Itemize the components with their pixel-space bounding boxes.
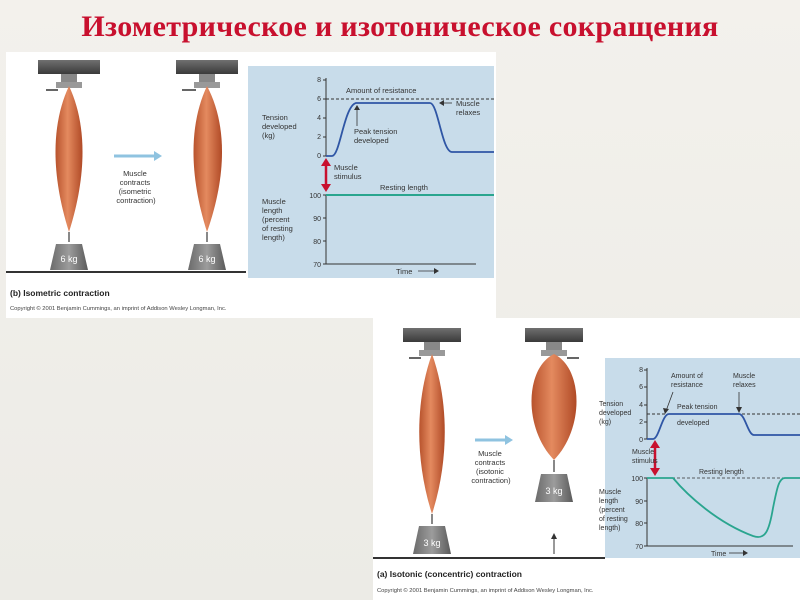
clamp [61, 74, 77, 82]
resting-annotation: Resting length [380, 183, 428, 192]
length-axis-label: Muscle length (percent of resting length… [599, 489, 630, 532]
tension-tick: 0 [639, 437, 643, 444]
muscle-setup-right: 3 kg [525, 328, 583, 554]
weight-label: 6 kg [60, 254, 77, 264]
muscle [419, 354, 445, 514]
muscle [193, 86, 223, 232]
figure-caption: (b) Isometric contraction [10, 288, 110, 298]
weight [535, 474, 573, 502]
tension-tick: 8 [317, 77, 321, 84]
copyright: Copyright © 2001 Benjamin Cummings, an i… [10, 305, 227, 312]
slide-title: Изометрическое и изотоническое сокращени… [81, 10, 719, 43]
length-axis-label: Muscle length (percent of resting length… [262, 197, 295, 242]
length-tick: 70 [313, 262, 321, 269]
length-tick: 70 [635, 544, 643, 551]
stimulus-annotation: Muscle stimulus [632, 449, 658, 465]
resistance-annotation: Amount of resistance [346, 86, 416, 95]
tension-ticks: 8 6 4 2 0 [317, 77, 321, 160]
muscle-setup-left: 3 kg [403, 328, 461, 554]
length-tick: 100 [309, 193, 321, 200]
tension-tick: 6 [639, 384, 643, 391]
time-label: Time [711, 551, 726, 558]
tension-tick: 6 [317, 96, 321, 103]
peak-annotation: Peak tension developed [354, 127, 399, 145]
tension-curve [326, 102, 494, 157]
muscle-setup-left: 6 kg [38, 60, 100, 270]
tension-axis-label: Tension developed (kg) [262, 113, 299, 140]
isotonic-figure: 3 kg Muscle contracts (isotonic contract… [373, 318, 800, 600]
tension-tick: 2 [639, 419, 643, 426]
contract-arrow [114, 151, 162, 161]
figure-caption: (a) Isotonic (concentric) contraction [377, 569, 522, 579]
plot-background [605, 358, 800, 558]
length-tick: 100 [631, 476, 643, 483]
weight-label: 6 kg [198, 254, 215, 264]
length-tick: 90 [635, 499, 643, 506]
plot-background [248, 66, 494, 278]
support-bar [38, 60, 100, 74]
relaxes-annotation: Muscle relaxes [456, 99, 482, 117]
isometric-figure: 6 kg Muscle contracts (isometric contrac… [6, 52, 496, 318]
length-curve [647, 477, 800, 538]
weight [413, 526, 451, 554]
tension-tick: 0 [317, 153, 321, 160]
copyright: Copyright © 2001 Benjamin Cummings, an i… [377, 587, 594, 594]
tension-tick: 4 [317, 115, 321, 122]
weight [188, 244, 226, 270]
length-tick: 90 [313, 216, 321, 223]
time-label: Time [396, 267, 412, 276]
muscle [531, 354, 577, 460]
stimulus-arrow [650, 440, 660, 476]
muscle [55, 86, 83, 232]
contract-arrow [475, 435, 513, 445]
tension-curve [647, 413, 800, 440]
tension-ticks: 8 6 4 2 0 [639, 367, 643, 444]
arrow-text: Muscle contracts (isometric contraction) [116, 169, 156, 205]
weight [50, 244, 88, 270]
tension-tick: 4 [639, 402, 643, 409]
resistance-annotation: Amount of resistance [671, 373, 705, 389]
peak-annotation: Peak tension developed [677, 404, 719, 427]
length-tick: 80 [635, 521, 643, 528]
length-ticks: 100 90 80 70 [631, 476, 643, 551]
stimulus-annotation: Muscle stimulus [334, 163, 362, 181]
isotonic-svg: 3 kg Muscle contracts (isotonic contract… [373, 328, 800, 594]
tension-tick: 8 [639, 367, 643, 374]
arrow-text: Muscle contracts (isotonic contraction) [471, 449, 511, 485]
weight-label: 3 kg [423, 538, 440, 548]
weight-label: 3 kg [545, 486, 562, 496]
length-tick: 80 [313, 239, 321, 246]
muscle-setup-right: 6 kg [176, 60, 238, 270]
isometric-svg: 6 kg Muscle contracts (isometric contrac… [6, 60, 494, 312]
tension-tick: 2 [317, 134, 321, 141]
tension-axis-label: Tension developed (kg) [599, 401, 633, 426]
stimulus-arrow [321, 158, 331, 192]
relaxes-annotation: Muscle relaxes [733, 373, 757, 389]
resting-annotation: Resting length [699, 469, 744, 476]
length-ticks: 100 90 80 70 [309, 193, 321, 269]
